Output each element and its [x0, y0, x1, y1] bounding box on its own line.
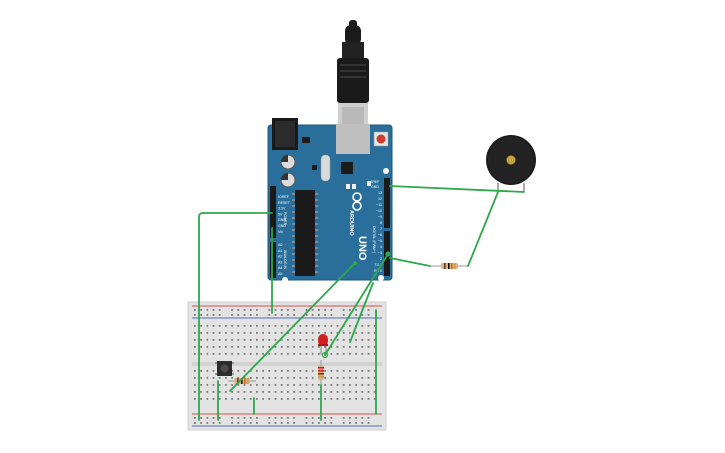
digital-header-upper[interactable] [384, 178, 390, 228]
pin-label: Vin [278, 230, 283, 234]
pin-label: 12 [378, 197, 382, 201]
aref-pin-label: AREF [370, 180, 379, 184]
board-model-text: UNO [356, 236, 368, 261]
pin-label: 2 [380, 257, 382, 261]
pin-label: 8 [380, 221, 382, 225]
atmega-microcontroller [295, 190, 315, 276]
reset-button[interactable] [376, 134, 386, 144]
digital-header-label: DIGITAL (PWM~) [372, 226, 376, 253]
mounting-hole [282, 277, 288, 283]
resistor-vertical[interactable] [318, 360, 324, 385]
pin-label: A1 [278, 249, 282, 253]
resistor-buzzer[interactable] [430, 263, 468, 269]
wire-endpoint [353, 261, 357, 265]
pin-label: ~3 [378, 251, 382, 255]
pushbutton[interactable] [215, 361, 234, 376]
breadboard-holes [194, 309, 376, 424]
pin-label: 3.3V [278, 207, 286, 211]
pin-label: TX 1 [374, 263, 382, 267]
mounting-hole [383, 168, 389, 174]
pin-label: 4 [380, 245, 382, 249]
pin-label: IOREF [278, 195, 290, 199]
pin-label: A5 [278, 272, 282, 276]
analog-header[interactable] [270, 242, 276, 278]
usb-port [336, 124, 370, 154]
center-channel [192, 362, 382, 366]
jumper-wires[interactable] [198, 185, 525, 421]
pin-label: A0 [278, 243, 282, 247]
pin-label: ~6 [378, 233, 382, 237]
pin-label: 5V [278, 212, 283, 216]
gnd-pin-label: GND [371, 185, 379, 189]
arduino-brand-text: ARDUINO [348, 210, 354, 236]
wire-pin-to-buzzer-resistor [389, 257, 431, 267]
pin-label: 13 [378, 191, 382, 195]
wire-endpoint [385, 251, 391, 257]
piezo-buzzer[interactable] [486, 135, 536, 192]
pin-label: A2 [278, 255, 282, 259]
pin-label: RESET [278, 201, 291, 205]
pin-label: GND [278, 218, 286, 222]
usb-chip [341, 162, 353, 174]
wire-endpoint [321, 351, 329, 359]
wire-button-to-pin [229, 262, 356, 392]
pin-label: A4 [278, 266, 282, 270]
mounting-hole [378, 275, 384, 281]
pin-label: ~11 [376, 203, 382, 207]
red-led[interactable] [318, 334, 328, 355]
pin-label: ~9 [378, 215, 382, 219]
wire-resistor-to-buzzer [467, 191, 499, 267]
pin-label: ~10 [376, 209, 382, 213]
wire-led-gnd [349, 282, 374, 343]
power-header-label: POWER [283, 212, 287, 226]
wire-5v-to-breadboard [198, 212, 273, 421]
arduino-logo [352, 192, 362, 211]
crystal-oscillator [320, 154, 331, 182]
pin-label: GND [278, 224, 286, 228]
pin-label: A3 [278, 260, 282, 264]
power-header[interactable] [270, 186, 276, 238]
arduino-uno-board[interactable]: ARDUINO UNO DIGITAL (PWM~) POWER ANALOG … [267, 118, 393, 283]
pin-label: 7 [380, 227, 382, 231]
pin-label: ~5 [378, 239, 382, 243]
analog-header-label: ANALOG IN [283, 250, 287, 270]
wire-gnd-to-buzzer [389, 185, 525, 193]
wire-led-to-pin [324, 253, 389, 356]
